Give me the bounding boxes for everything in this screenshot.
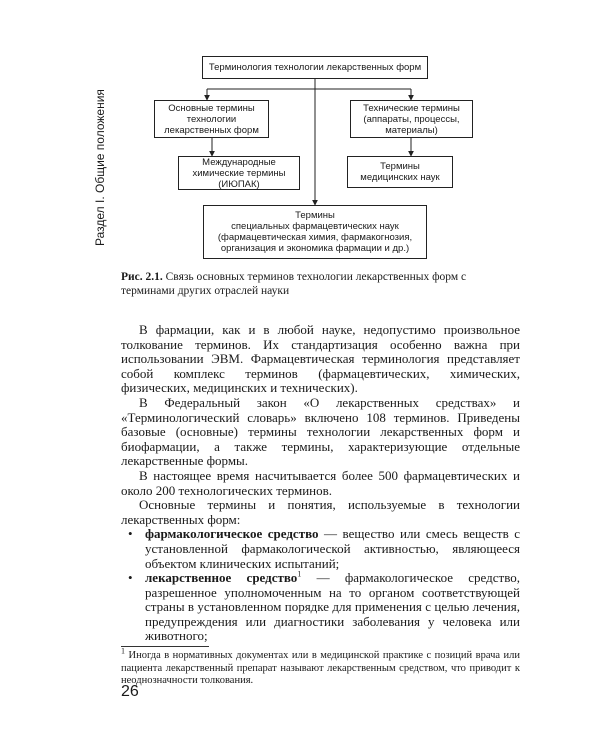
term-name: фармакологическое средство (145, 526, 319, 542)
paragraph: В настоящее время насчитывается более 50… (121, 467, 520, 498)
footnote-text: Иногда в нормативных документах или в ме… (121, 650, 520, 686)
bullet-icon: • (128, 570, 133, 586)
diagram-connectors (204, 79, 414, 206)
bullet-icon: • (128, 526, 133, 542)
figure-number: Рис. 2.1. (121, 271, 163, 283)
term-definition: — вещество или смесь веществ с установле… (145, 526, 520, 571)
term-definition: — фармакологическое средство, разрешенно… (145, 570, 520, 644)
box-basic-terms: Основные термины технологии лекарственны… (154, 100, 269, 138)
term-name: лекарственное средство (145, 570, 298, 586)
figure-caption: Рис. 2.1. Связь основных терминов технол… (121, 270, 521, 298)
footnote-reference: 1 (297, 569, 302, 579)
paragraph: Основные термины и понятия, используемые… (121, 497, 520, 527)
terms-list: • фармакологическое средство — вещество и… (121, 526, 520, 644)
footnote-divider (121, 646, 209, 647)
paragraph: В Федеральный закон «О лекарственных сре… (121, 394, 520, 469)
list-item: • лекарственное средство1 — фармакологиче… (121, 569, 520, 644)
page-number: 26 (121, 683, 139, 700)
box-terminology-root: Терминология технологии лекарственных фо… (202, 56, 428, 79)
box-pharmaceutical-sciences-terms: Термины специальных фармацевтических нау… (203, 205, 427, 259)
footnote: 1 Иногда в нормативных документах или в … (121, 646, 520, 688)
figure-caption-text: Связь основных терминов технологии лекар… (121, 271, 467, 297)
terminology-diagram: Терминология технологии лекарственных фо… (0, 0, 600, 270)
box-medical-terms: Термины медицинских наук (347, 156, 453, 188)
body-text: В фармации, как и в любой науке, недопус… (121, 322, 520, 644)
box-international-chemical-terms: Международные химические термины (ИЮПАК) (178, 156, 300, 190)
box-technical-terms: Технические термины (аппараты, процессы,… (350, 100, 473, 138)
list-item: • фармакологическое средство — вещество и… (121, 526, 520, 571)
footnote-mark: 1 (121, 646, 125, 656)
paragraph: В фармации, как и в любой науке, недопус… (121, 322, 520, 396)
